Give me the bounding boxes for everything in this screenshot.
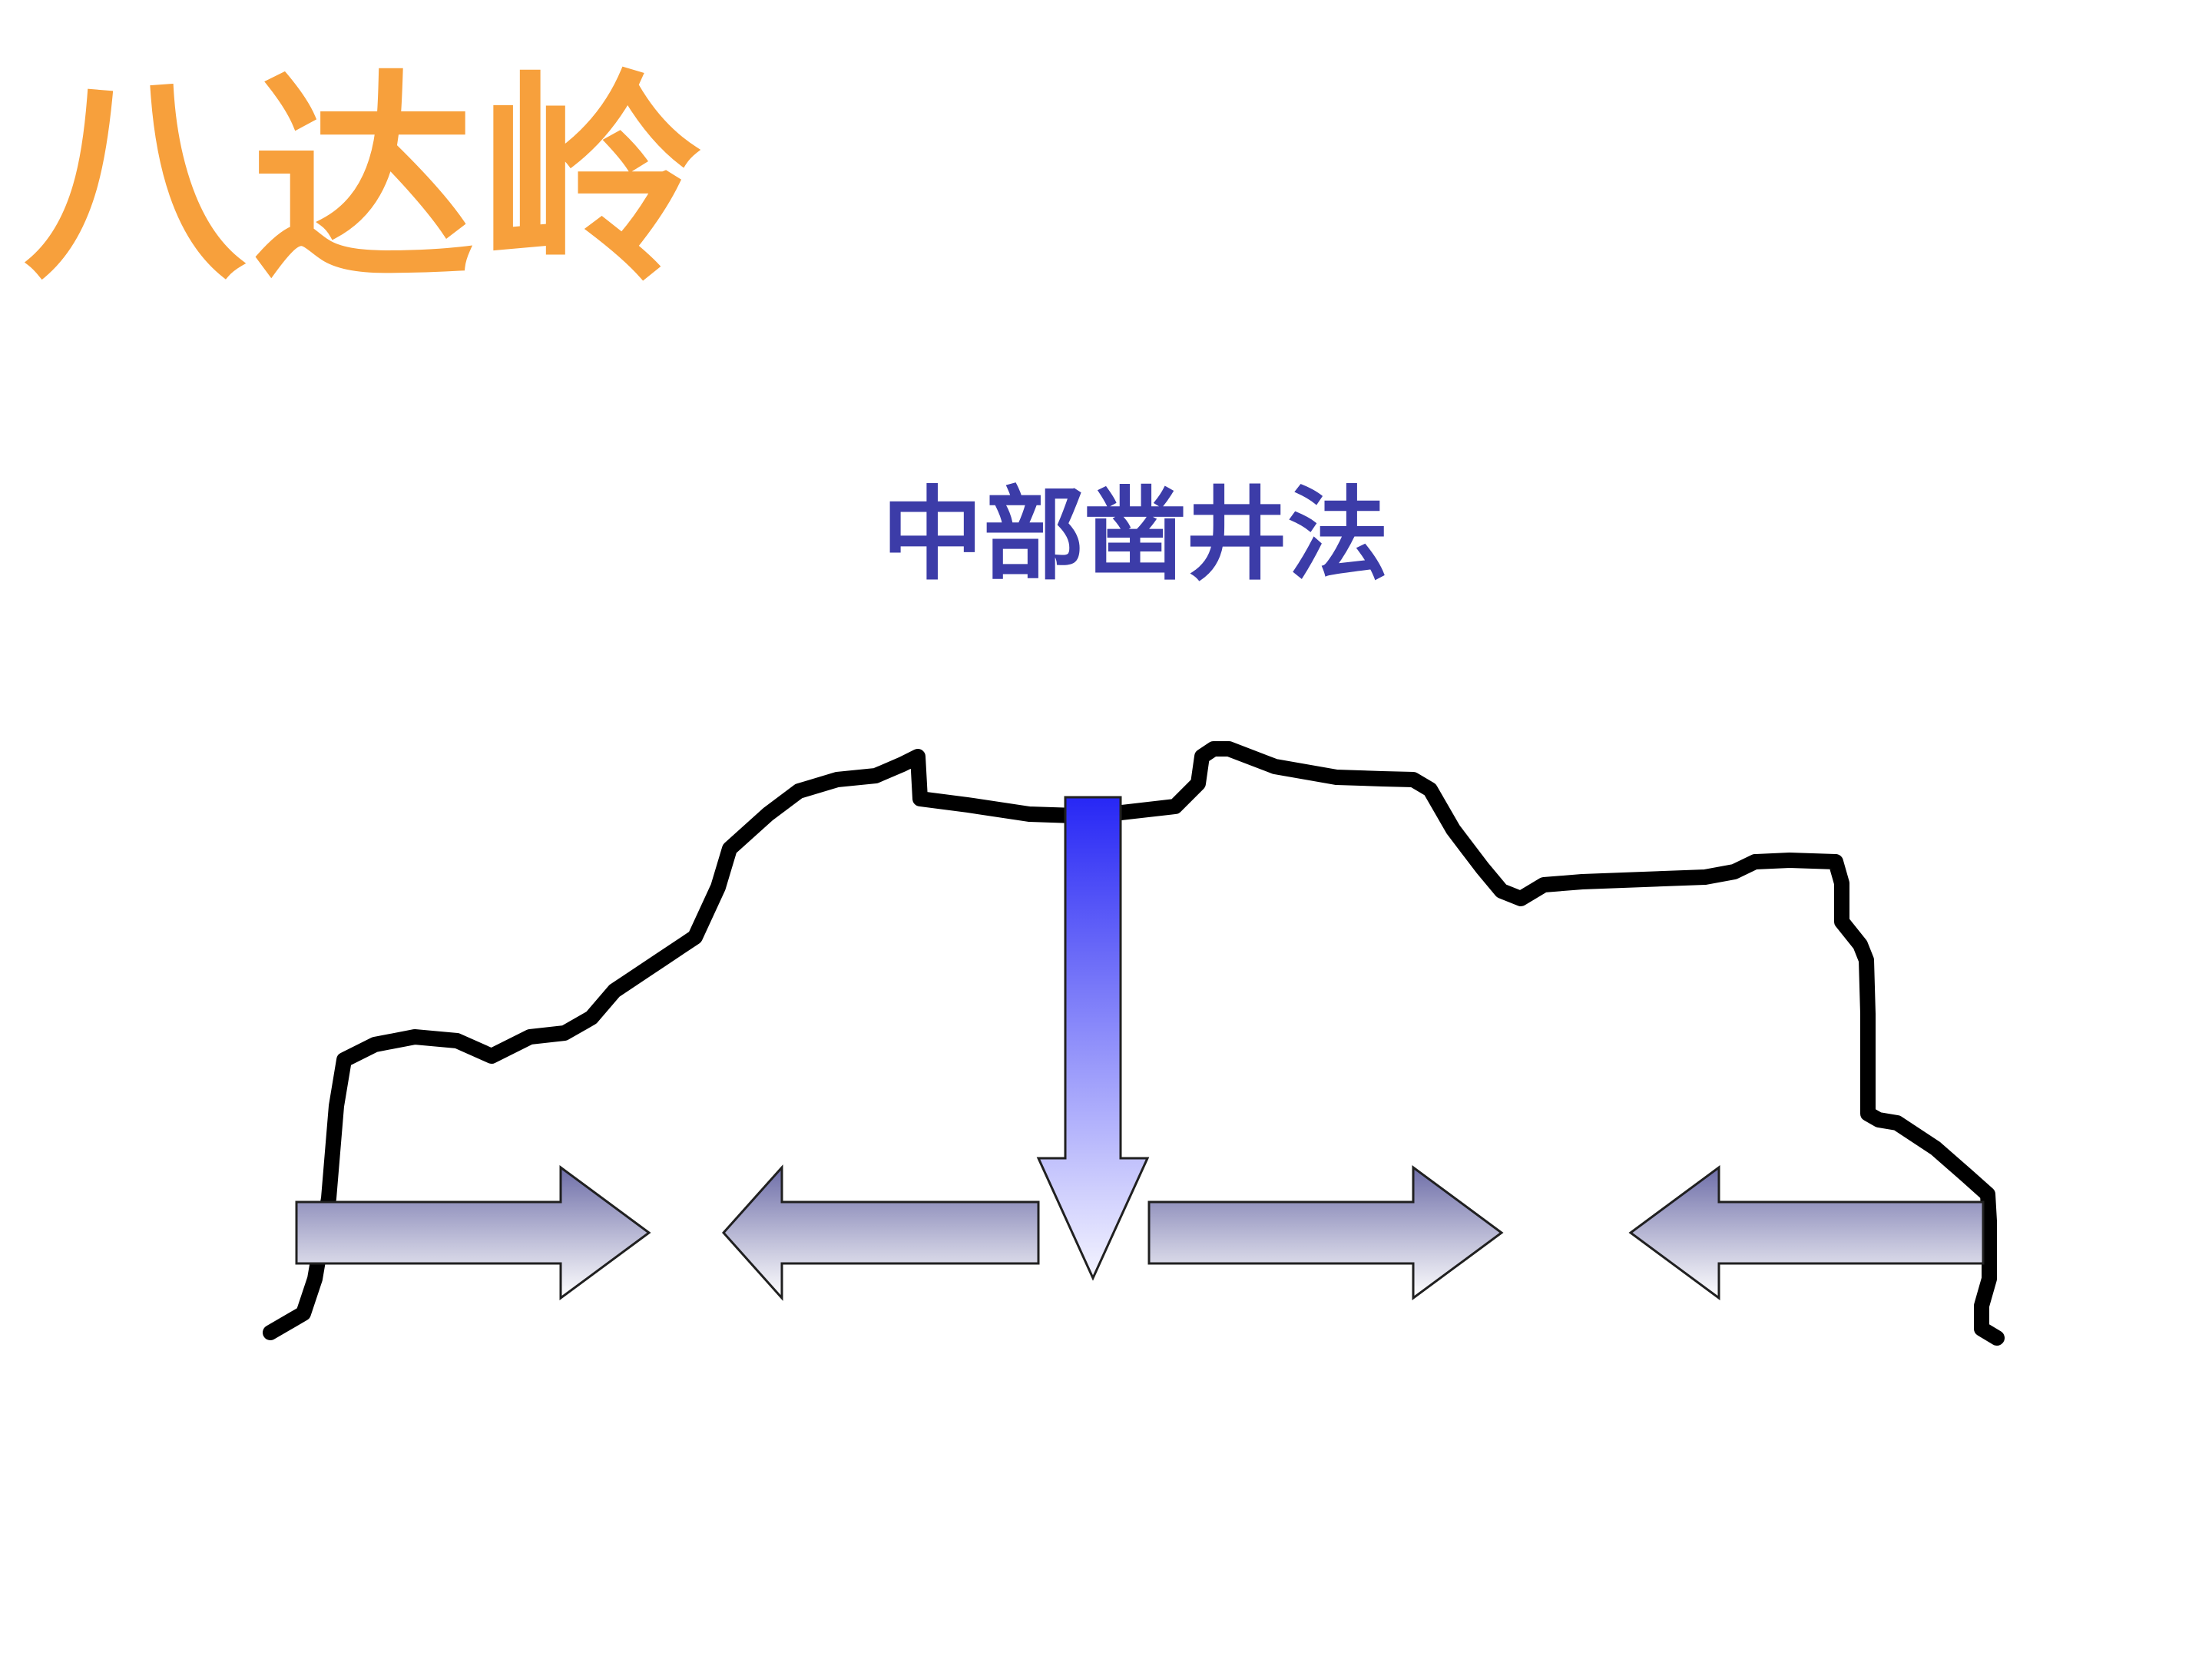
tunnel-arrow-left-2-icon: [1628, 1165, 1985, 1300]
mountain-outline: [263, 741, 2005, 1346]
tunnel-arrow-left-1-icon: [721, 1164, 1040, 1301]
method-label: 中部凿井法: [882, 479, 1389, 592]
tunnel-arrow-right-2-icon: [1147, 1165, 1504, 1300]
tunnel-arrow-right-1-icon: [295, 1165, 651, 1300]
page-title: 八达岭: [23, 50, 710, 311]
shaft-down-arrow-icon: [1036, 796, 1150, 1281]
